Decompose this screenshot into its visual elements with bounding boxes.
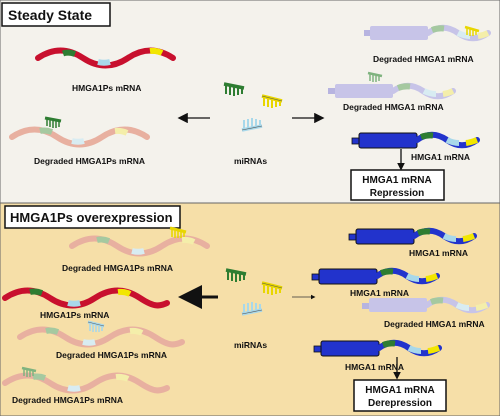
mirna-green-icon <box>223 82 245 96</box>
hmga1ps-mrna-intact <box>35 47 176 69</box>
label-overexp-degraded-3: Degraded HMGA1Ps mRNA <box>12 395 123 405</box>
label-hmga1ps-mrna: HMGA1Ps mRNA <box>72 83 141 93</box>
label-overexp-degraded-2: Degraded HMGA1Ps mRNA <box>56 350 167 360</box>
label-degraded-hmga1-2: Degraded HMGA1 mRNA <box>343 102 444 112</box>
label-overexp-hmga1-2: HMGA1 mRNA <box>350 288 409 298</box>
steady-title: Steady State <box>8 7 92 23</box>
mirna-lightblue-icon <box>241 118 263 132</box>
mirna-green-icon <box>21 366 37 377</box>
hmga1-mrna-intact <box>313 339 442 357</box>
hmga1ps-mrna-degraded <box>69 235 210 257</box>
derepression-line2: Derepression <box>368 398 432 409</box>
mirna-lightblue-icon <box>87 320 105 332</box>
derepression-line1: HMGA1 mRNA <box>365 385 434 396</box>
label-overexp-hmga1-1: HMGA1 mRNA <box>409 248 468 258</box>
overexpression-title: HMGA1Ps overexpression <box>10 210 173 225</box>
hmga1ps-mrna-degraded <box>2 372 170 394</box>
mirna-yellow-icon <box>464 25 480 36</box>
mirna-yellow-icon <box>261 94 283 108</box>
mirna-green-icon <box>225 268 247 282</box>
label-overexp-hmga1-3: HMGA1 mRNA <box>345 362 404 372</box>
repression-line2: Repression <box>370 188 424 199</box>
label-hmga1-mrna-top: HMGA1 mRNA <box>411 152 470 162</box>
hmga1-mrna-intact <box>351 131 480 149</box>
hmga1ps-mrna-degraded <box>9 126 150 148</box>
label-degraded-hmga1-1: Degraded HMGA1 mRNA <box>373 54 474 64</box>
label-degraded-hmga1ps-mrna: Degraded HMGA1Ps mRNA <box>34 156 145 166</box>
overexpression-title-box <box>4 205 181 229</box>
repression-line1: HMGA1 mRNA <box>362 175 431 186</box>
repression-box <box>350 169 445 201</box>
mirna-lightblue-icon <box>241 302 263 316</box>
mirna-yellow-icon <box>261 281 283 295</box>
hmga1-mrna-intact <box>348 227 477 245</box>
mirna-green-icon <box>44 116 62 128</box>
hmga1-mrna-degraded <box>328 82 456 100</box>
hmga1-mrna-intact <box>311 267 440 285</box>
label-mirnas-top: miRNAs <box>234 156 267 166</box>
hmga1-mrna-degraded <box>364 24 491 42</box>
mirna-green-icon <box>367 71 383 82</box>
hmga1ps-mrna-intact <box>2 287 170 309</box>
steady-title-box <box>1 2 111 27</box>
hmga1ps-mrna-degraded <box>17 326 185 348</box>
label-mirnas-bottom: miRNAs <box>234 340 267 350</box>
label-overexp-degraded-hmga1: Degraded HMGA1 mRNA <box>384 319 485 329</box>
derepression-box <box>353 379 447 412</box>
hmga1-mrna-degraded <box>362 296 490 314</box>
mirna-yellow-icon <box>169 226 187 238</box>
label-overexp-degraded-1: Degraded HMGA1Ps mRNA <box>62 263 173 273</box>
label-overexp-hmga1ps: HMGA1Ps mRNA <box>40 310 109 320</box>
